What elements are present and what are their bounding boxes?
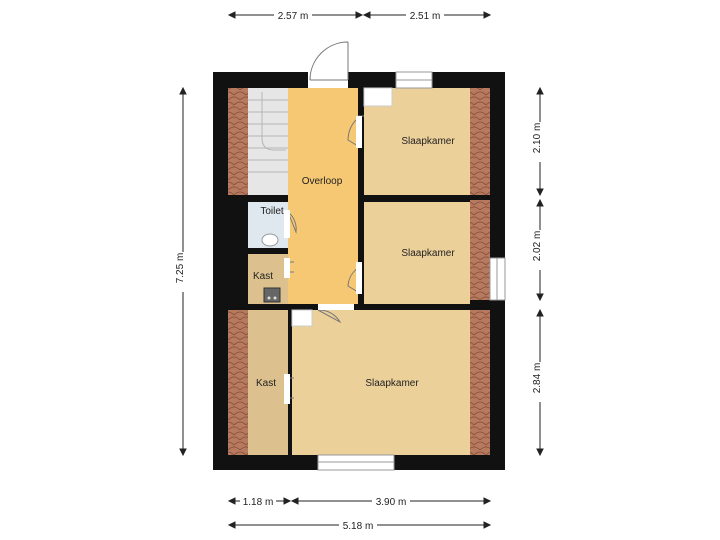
boiler-icon — [263, 287, 281, 303]
roof-slope-right-top — [470, 88, 490, 195]
closet-box — [291, 309, 313, 327]
dim-bottom-left: 1.18 m — [243, 497, 274, 508]
dim-bg — [176, 252, 190, 292]
door-opening — [284, 210, 290, 238]
dim-bg — [406, 8, 444, 22]
door-opening — [356, 116, 362, 148]
boiler-dot-icon — [267, 296, 271, 300]
door-opening — [284, 258, 290, 278]
label-slaapkamer-1: Slaapkamer — [401, 136, 455, 147]
label-slaapkamer-3: Slaapkamer — [365, 378, 419, 389]
roof-slope-left-bottom — [228, 310, 248, 455]
dim-bottom-right: 3.90 m — [376, 497, 407, 508]
room-slaapkamer-3 — [292, 310, 470, 455]
dim-bottom-total: 5.18 m — [343, 521, 374, 532]
room-slaapkamer-2 — [364, 202, 470, 304]
label-overloop: Overloop — [302, 176, 343, 187]
stairs — [248, 88, 288, 195]
dim-bg — [533, 230, 547, 270]
dim-right-3: 2.84 m — [532, 363, 543, 394]
dim-top-right: 2.51 m — [410, 11, 441, 22]
dim-right-2: 2.02 m — [532, 231, 543, 262]
roof-slope-right-mid — [470, 200, 490, 300]
label-toilet: Toilet — [260, 206, 284, 217]
dim-bg — [533, 362, 547, 402]
label-slaapkamer-2: Slaapkamer — [401, 248, 455, 259]
toilet-bowl-icon — [261, 233, 279, 247]
dim-bg — [274, 8, 312, 22]
dim-bg — [533, 122, 547, 162]
label-kast-2: Kast — [256, 378, 276, 389]
roof-slope-right-bottom — [470, 310, 490, 455]
entrance-door-swing — [309, 41, 349, 81]
room-kast-2 — [248, 310, 288, 455]
door-opening — [318, 304, 354, 310]
dim-top-left: 2.57 m — [278, 11, 309, 22]
stairs-steps — [248, 92, 288, 173]
boiler-dot-icon — [273, 296, 277, 300]
dim-bg — [372, 494, 410, 508]
door-opening — [356, 262, 362, 294]
dim-bg — [240, 494, 276, 508]
dim-bg — [339, 518, 377, 532]
dim-right-1: 2.10 m — [532, 123, 543, 154]
door-opening — [284, 374, 290, 404]
room-overloop — [288, 88, 358, 304]
dim-left-total: 7.25 m — [175, 253, 186, 284]
label-kast-1: Kast — [253, 271, 273, 282]
roof-slope-left-top — [228, 88, 248, 195]
closet-box — [363, 87, 393, 107]
